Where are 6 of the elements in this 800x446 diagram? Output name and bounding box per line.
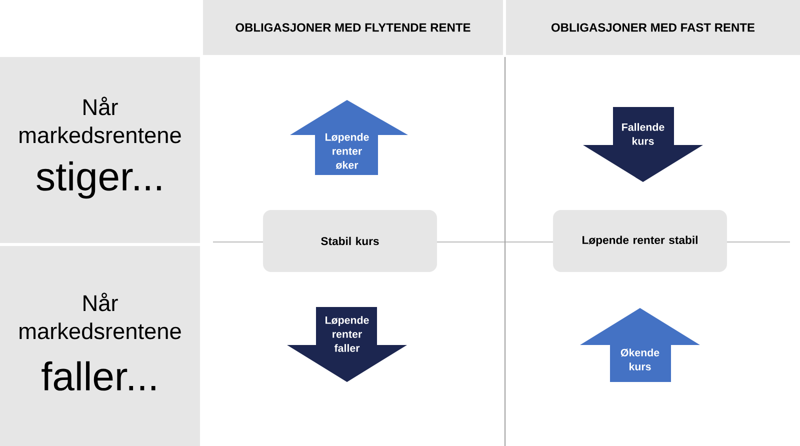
row-header: Når markedsrentene stiger... xyxy=(0,57,200,243)
column-header: OBLIGASJONER MED FLYTENDE RENTE xyxy=(203,0,503,55)
column-header: OBLIGASJONER MED FAST RENTE xyxy=(506,0,800,55)
row-header: Når markedsrentene faller... xyxy=(0,246,200,446)
result-box: Stabil kurs xyxy=(263,210,437,272)
result-box: Løpende renter stabil xyxy=(553,210,727,272)
